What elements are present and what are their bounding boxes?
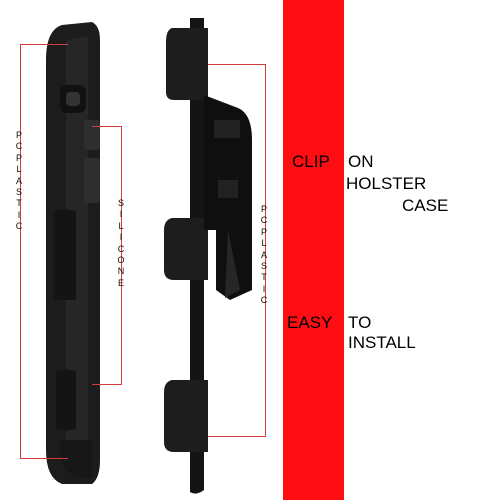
callout-line-left-bottom — [20, 458, 68, 459]
label-letter: S — [15, 187, 22, 198]
label-letter: T — [16, 198, 22, 209]
callout-line-silicone-top — [92, 126, 122, 127]
label-letter: C — [117, 243, 125, 254]
label-letter: S — [117, 198, 124, 208]
callout-line-silicone-vertical — [121, 126, 122, 384]
easy-word: EASY — [287, 313, 333, 332]
label-letter: S — [260, 261, 267, 272]
label-letter: I — [119, 209, 123, 220]
callout-line-right-bottom — [208, 436, 266, 437]
label-letter: L — [261, 238, 267, 249]
callout-line-left-vertical — [20, 44, 21, 458]
label-letter: N — [117, 266, 125, 277]
clip-word: CLIP — [292, 152, 330, 171]
case-word: CASE — [402, 196, 449, 215]
label-letter: T — [261, 272, 267, 283]
case-side-view — [46, 22, 100, 484]
label-letter: C — [15, 221, 23, 232]
label-letter: L — [118, 220, 124, 231]
label-letter: C — [260, 215, 268, 226]
holster-clip — [164, 18, 252, 494]
label-letter: O — [117, 255, 125, 266]
callout-line-right-vertical — [265, 64, 266, 437]
label-letter: C — [260, 295, 268, 306]
product-photo — [46, 18, 252, 494]
label-letter: P — [260, 204, 267, 214]
label-letter: P — [260, 226, 267, 237]
on-word: ON — [348, 152, 374, 171]
label-letter: A — [260, 249, 267, 260]
label-letter: I — [17, 209, 21, 220]
callout-line-silicone-bottom — [92, 384, 122, 385]
install-word: INSTALL — [348, 333, 416, 352]
label-letter: I — [262, 283, 266, 294]
callout-line-right-top — [208, 64, 266, 65]
label-letter: C — [15, 141, 23, 152]
holster-word: HOLSTER — [346, 174, 427, 193]
label-letter: P — [15, 152, 22, 163]
label-letter: A — [15, 175, 22, 186]
red-accent-band — [283, 0, 344, 500]
label-letter: I — [119, 232, 123, 243]
label-letter: L — [16, 164, 22, 175]
to-word: TO — [348, 313, 372, 332]
label-letter: P — [15, 130, 22, 140]
callout-line-left-top — [20, 44, 68, 45]
label-letter: E — [117, 277, 124, 288]
